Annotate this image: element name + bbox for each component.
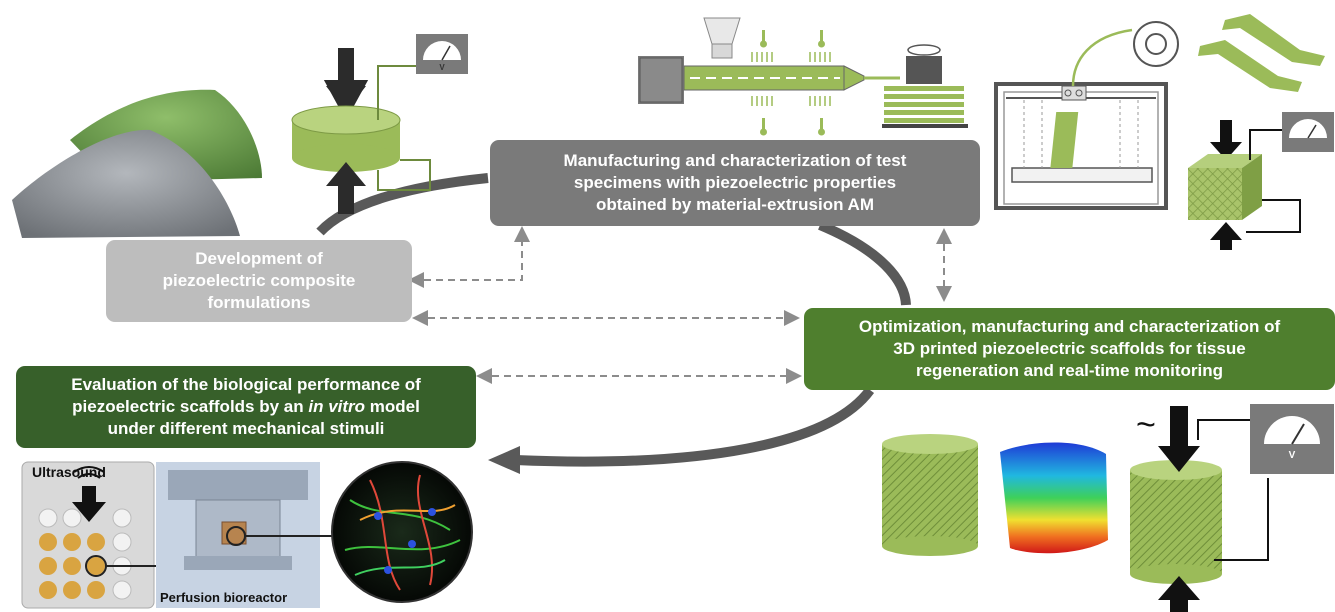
development-line-3: formulations: [207, 292, 311, 312]
evaluation-line-2-em: in vitro: [308, 397, 366, 417]
optimization-line-3: regeneration and real-time monitoring: [915, 360, 1223, 380]
ultrasound-label: Ultrasound: [32, 464, 106, 480]
optimization-line-2: 3D printed piezoelectric scaffolds for t…: [893, 339, 1246, 359]
development-line-2: piezoelectric composite: [162, 271, 356, 291]
manufacturing-line-2: specimens with piezoelectric properties: [573, 173, 897, 193]
svg-text:V: V: [1289, 450, 1296, 461]
piezo-disk-test-illustration: V: [291, 34, 468, 214]
dashed-arrow-dev-manufacturing: [408, 226, 530, 288]
evaluation-box: Evaluation of the biological performance…: [16, 366, 476, 448]
evaluation-line-1: Evaluation of the biological performance…: [71, 375, 421, 395]
3d-printer-illustration: [994, 14, 1325, 210]
dashed-connectors: [408, 226, 952, 384]
filament-spool-icon: [1133, 21, 1179, 67]
optimization-box: Optimization, manufacturing and characte…: [804, 308, 1335, 390]
powder-piles-illustration: [12, 89, 262, 238]
cycle-arrow-to-evaluation: [514, 386, 875, 467]
manufacturing-line-3: obtained by material-extrusion AM: [595, 194, 874, 214]
compression-arrow-up-icon: [326, 162, 366, 214]
development-line-1: Development of: [195, 249, 323, 269]
extruder-illustration: [638, 17, 968, 136]
thermometer-icon: [760, 30, 825, 136]
scaffolds-illustration: V: [882, 404, 1334, 612]
cycle-arrows: [316, 173, 911, 474]
evaluation-line-2: piezoelectric scaffolds by an in vitro m…: [71, 396, 421, 418]
ac-tilde-label: ~: [1136, 406, 1156, 444]
cube-test-illustration: [1188, 112, 1334, 250]
simulation-scaffold: [1000, 442, 1108, 554]
well-plate-illustration: [21, 461, 196, 609]
evaluation-line-2-post: model: [365, 397, 420, 417]
optimization-line-1: Optimization, manufacturing and characte…: [858, 317, 1281, 337]
evaluation-line-2-pre: piezoelectric scaffolds by an: [72, 397, 309, 417]
cell-microscopy-image: [331, 461, 473, 603]
manufacturing-box: Manufacturing and characterization of te…: [490, 140, 980, 226]
cycle-arrowhead-icon: [488, 446, 520, 474]
cycle-arrow-to-development: [316, 173, 489, 236]
cycle-arrow-to-optimization: [818, 220, 911, 306]
evaluation-line-3: under different mechanical stimuli: [107, 418, 385, 438]
perfusion-bioreactor-label: Perfusion bioreactor: [160, 590, 288, 605]
perfusion-bioreactor-illustration: [156, 462, 336, 608]
grey-powder-pile: [12, 129, 240, 238]
development-box: Development of piezoelectric composite f…: [106, 240, 412, 322]
svg-text:V: V: [439, 63, 445, 72]
manufacturing-line-1: Manufacturing and characterization of te…: [563, 151, 907, 171]
